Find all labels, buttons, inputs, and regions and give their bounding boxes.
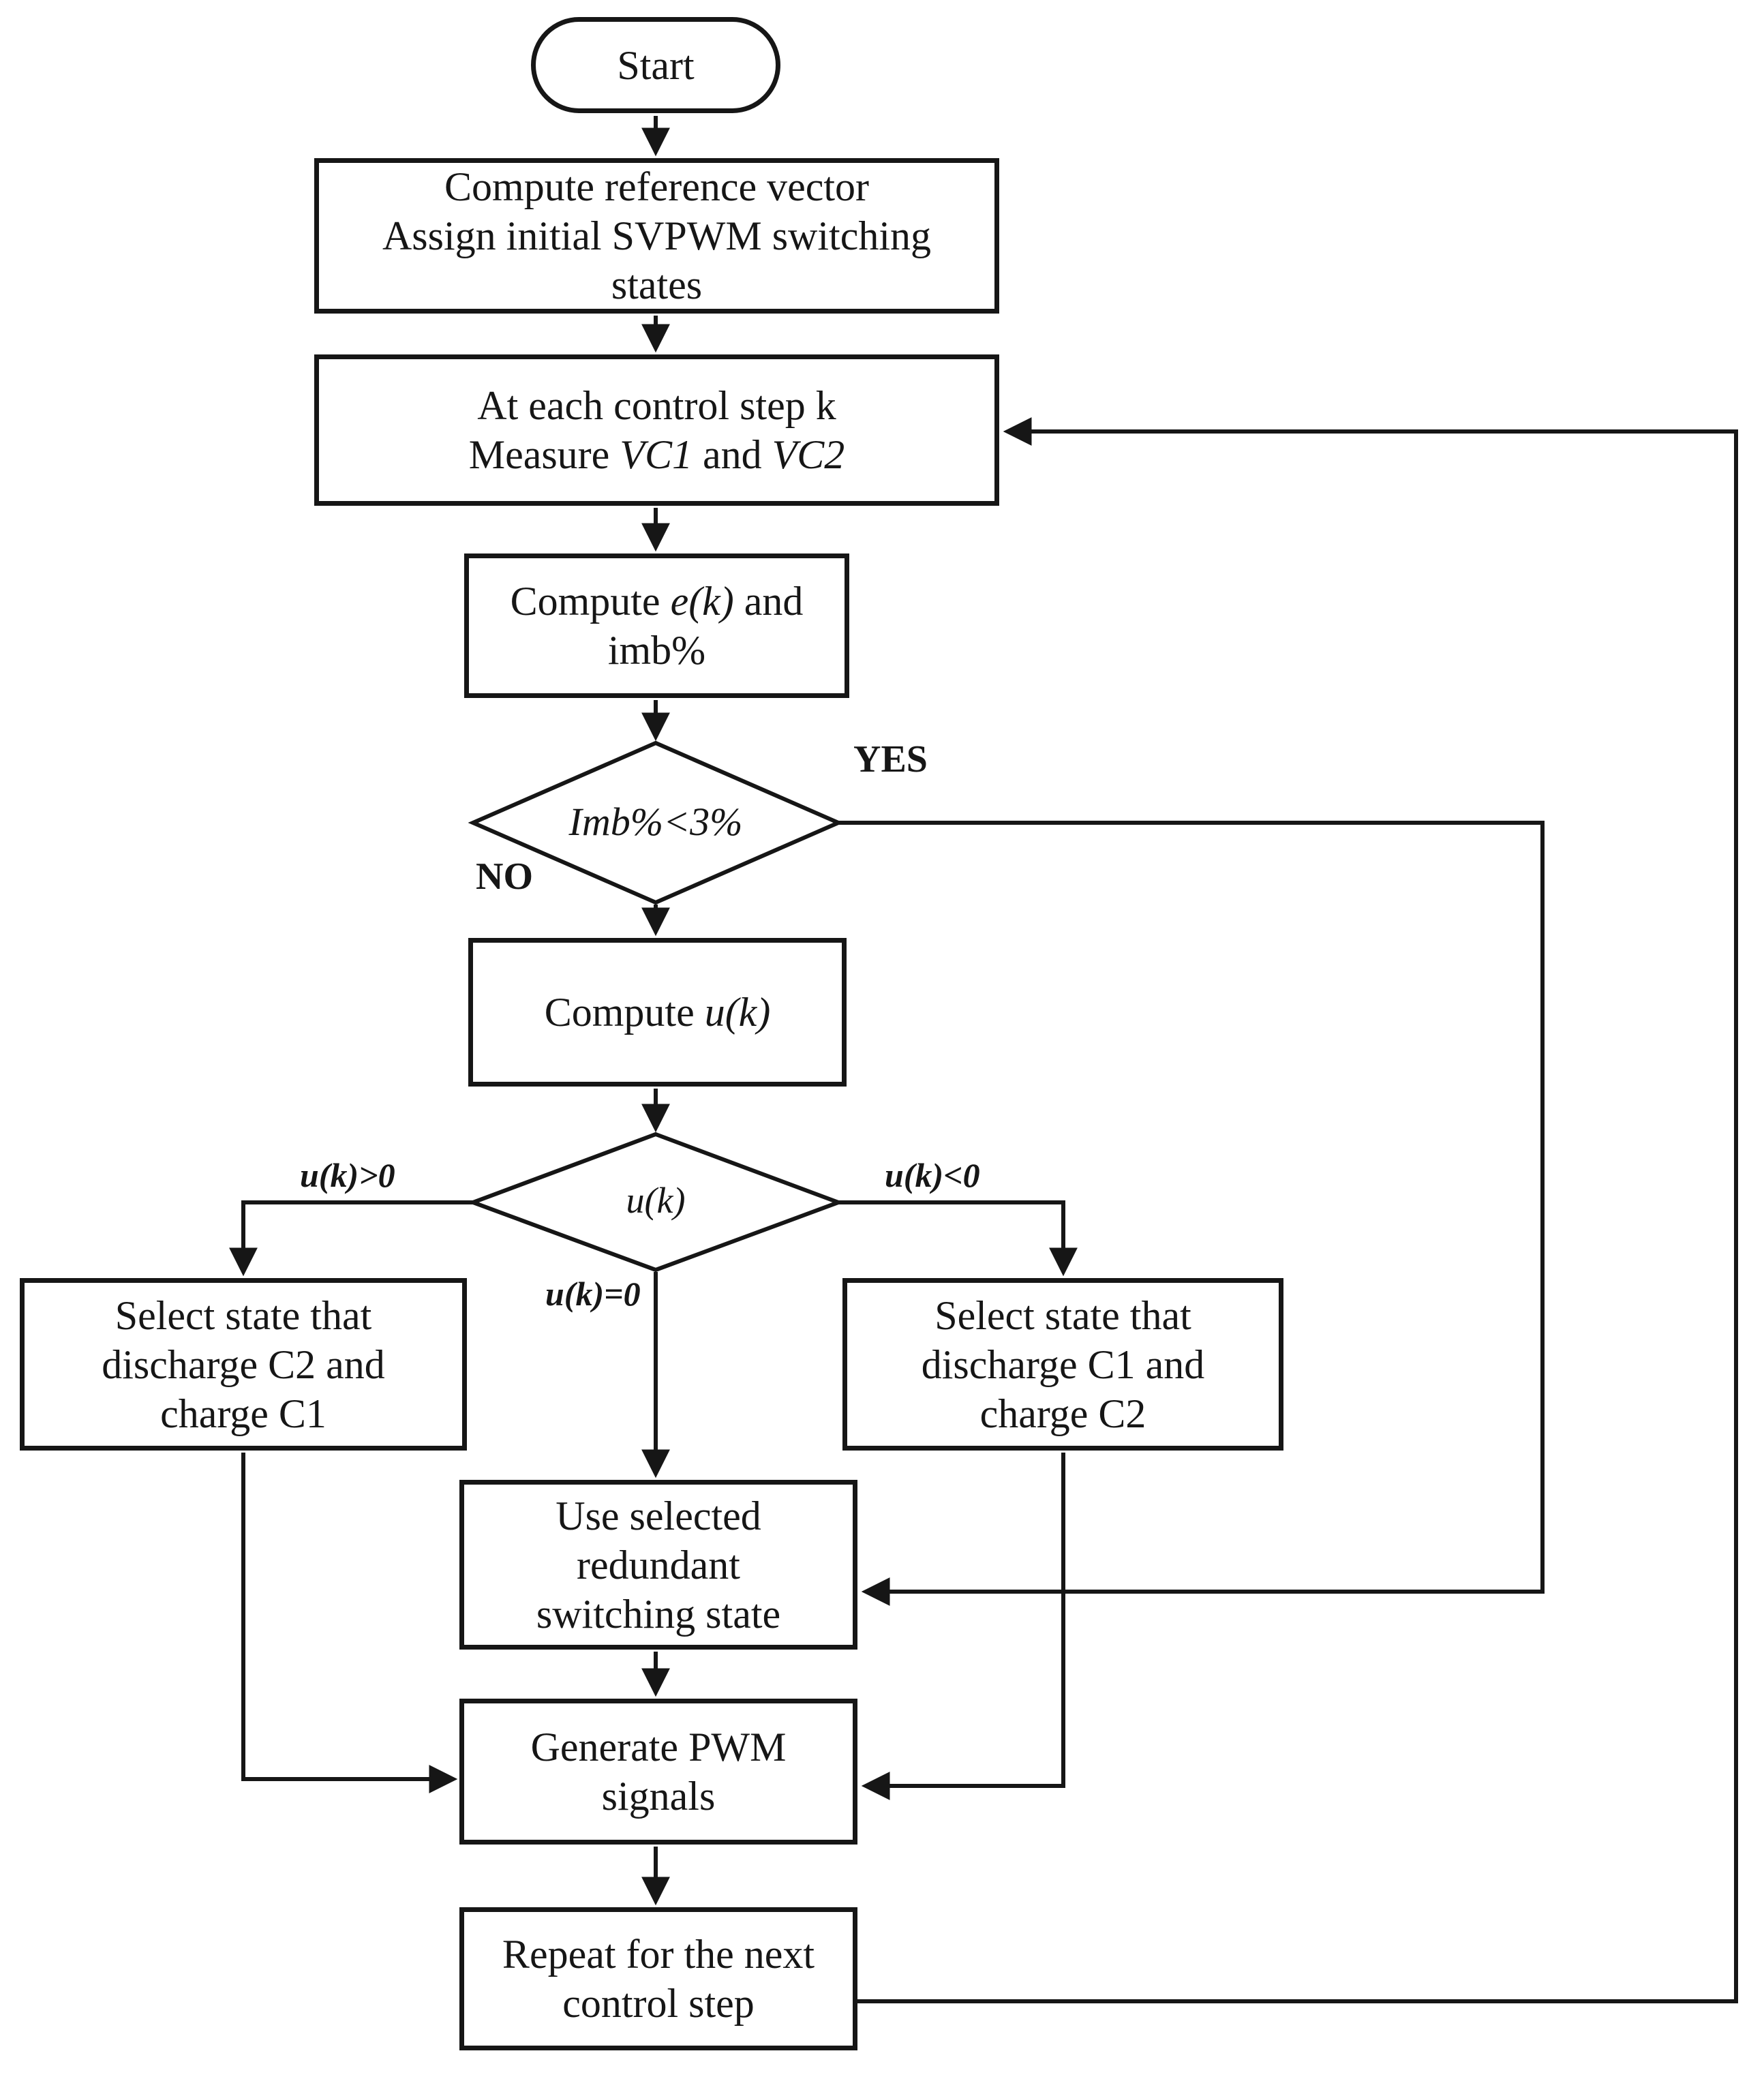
decision-imb-shape	[468, 740, 844, 905]
decision-u-label: u(k)	[626, 1180, 686, 1221]
process-compute-u: Compute u(k)	[468, 938, 847, 1087]
process-select-discharge-c2: Select state that discharge C2 and charg…	[20, 1278, 467, 1451]
process-generate-pwm: Generate PWM signals	[459, 1699, 857, 1845]
decision-u-shape	[467, 1132, 845, 1273]
text-part: Measure	[468, 432, 620, 477]
text-part-italic: VC1	[620, 432, 693, 477]
node-text: At each control step k	[477, 383, 836, 428]
edge-label-no: NO	[476, 855, 533, 898]
node-text: Repeat for the next	[502, 1932, 815, 1977]
node-text: Select state that	[934, 1292, 1191, 1338]
text-part-italic: e(k)	[670, 579, 734, 624]
edge-u-positive-to-select-c2c1	[229, 1200, 473, 1277]
edge-repeat-to-measure-loop	[857, 417, 1738, 2003]
node-text: redundant	[577, 1542, 740, 1588]
text-part: and	[692, 432, 772, 477]
edge-select-c2c1-to-generate	[241, 1453, 458, 1793]
decision-imb-label: Imb%<3%	[568, 800, 743, 844]
node-text: Compute u(k)	[545, 988, 771, 1037]
node-text: Select state that	[115, 1292, 372, 1338]
node-text: discharge C2 and	[102, 1341, 385, 1387]
node-text: Generate PWM	[530, 1725, 787, 1770]
edge-imb-yes-to-use-redundant	[838, 821, 1545, 1606]
process-measure-vc: At each control step k Measure VC1 and V…	[314, 354, 999, 506]
text-part-italic: VC2	[772, 432, 845, 477]
text-part: and	[733, 579, 804, 624]
node-text: Compute e(k) and	[511, 577, 804, 626]
node-text: Assign initial SVPWM switching	[382, 213, 932, 258]
start-terminator: Start	[531, 17, 780, 113]
node-text: charge C2	[979, 1391, 1146, 1436]
edge-select-c1c2-to-generate	[861, 1453, 1065, 1800]
edge-label-yes: YES	[853, 738, 928, 780]
node-text: states	[611, 262, 703, 307]
node-text: signals	[601, 1774, 716, 1819]
text-part-italic: u(k)	[704, 990, 771, 1035]
node-text: Compute reference vector	[444, 164, 869, 209]
node-text: discharge C1 and	[921, 1341, 1205, 1387]
edge-u-negative-to-select-c1c2	[838, 1200, 1078, 1277]
node-text: Start	[617, 42, 695, 88]
node-text: switching state	[536, 1591, 781, 1637]
process-compute-error: Compute e(k) and imb%	[464, 553, 849, 698]
node-text: charge C1	[160, 1391, 326, 1436]
text-part: Compute	[544, 990, 705, 1035]
node-text: imb%	[607, 628, 706, 673]
process-repeat-next-step: Repeat for the next control step	[459, 1907, 857, 2050]
text-part: Compute	[510, 579, 671, 624]
node-text: Use selected	[556, 1493, 761, 1538]
process-init-svpwm: Compute reference vector Assign initial …	[314, 158, 999, 314]
node-text: Measure VC1 and VC2	[469, 430, 845, 479]
node-text: control step	[562, 1981, 755, 2026]
process-select-discharge-c1: Select state that discharge C1 and charg…	[842, 1278, 1283, 1451]
edge-label-u-zero: u(k)=0	[545, 1275, 641, 1313]
edge-label-u-negative: u(k)<0	[885, 1156, 980, 1194]
edge-label-u-positive: u(k)>0	[300, 1156, 395, 1194]
process-use-redundant-state: Use selected redundant switching state	[459, 1480, 857, 1650]
